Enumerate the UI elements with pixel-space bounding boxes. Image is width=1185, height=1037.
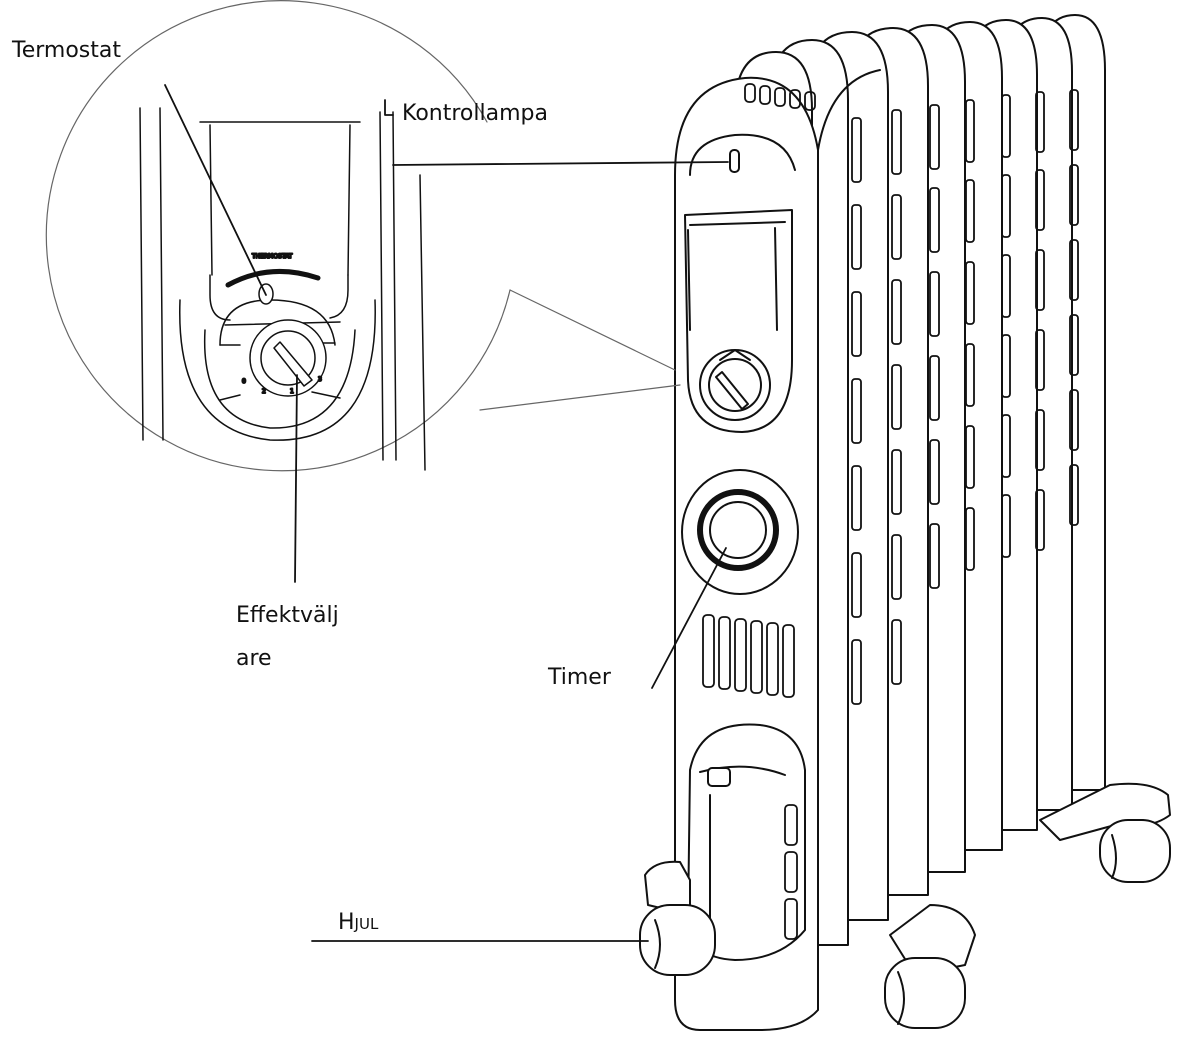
rear-wheel-assembly bbox=[1039, 782, 1171, 883]
panel-vent-slots bbox=[702, 614, 795, 698]
top-grille bbox=[744, 83, 816, 111]
leader-thermostat bbox=[164, 84, 267, 296]
power-selector-knob bbox=[699, 349, 771, 421]
cord-storage-cover bbox=[687, 723, 806, 961]
label-wheel-initial: H bbox=[338, 910, 355, 935]
dial-position-label: 1 bbox=[290, 388, 294, 395]
label-thermostat: Termostat bbox=[12, 38, 121, 63]
front-right-wheel bbox=[884, 904, 976, 1029]
label-power-selector-line1: Effektvälj bbox=[236, 603, 339, 628]
label-timer: Timer bbox=[548, 665, 611, 690]
dial-label-thermostat: THERMOSTAT bbox=[251, 253, 293, 260]
leader-power-selector bbox=[294, 374, 298, 583]
label-wheel: HJUL bbox=[338, 912, 378, 934]
timer-dial bbox=[681, 469, 799, 595]
dial-position-label: 0 bbox=[242, 378, 246, 385]
front-left-wheel bbox=[639, 860, 716, 976]
label-power-selector-line2: are bbox=[236, 646, 272, 671]
label-wheel-rest: JUL bbox=[354, 915, 379, 933]
dial-position-label: 3 bbox=[318, 376, 322, 383]
side-buttons bbox=[784, 804, 798, 940]
indicator-lamp bbox=[729, 149, 740, 173]
control-panel bbox=[674, 69, 881, 1031]
dial-position-label: 2 bbox=[262, 388, 266, 395]
detail-contents bbox=[139, 107, 426, 471]
leader-lines bbox=[164, 84, 729, 942]
leader-indicator-lamp bbox=[392, 161, 729, 166]
leader-timer bbox=[651, 547, 727, 689]
label-indicator-lamp: Kontrollampa bbox=[402, 101, 548, 126]
fin-vent-slots bbox=[851, 89, 1079, 705]
thermostat-scale-arc bbox=[225, 268, 321, 288]
